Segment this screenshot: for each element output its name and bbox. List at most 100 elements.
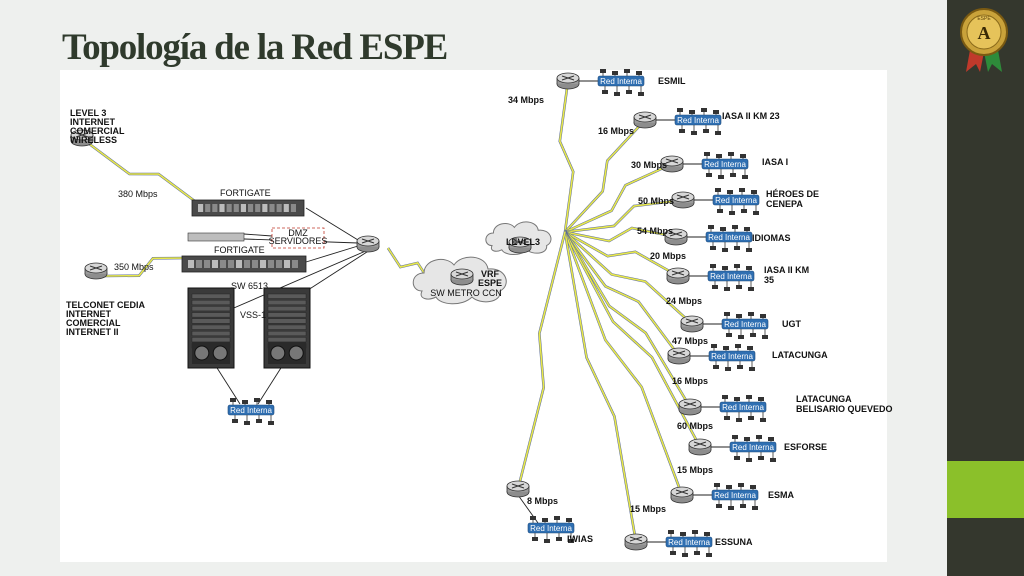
lan-cluster: Red Interna	[707, 264, 755, 291]
links-layer	[87, 80, 702, 543]
site-router-icon	[666, 267, 690, 285]
pc-icon	[624, 69, 630, 73]
lan-label: Red Interna	[714, 491, 756, 500]
site-name: ESMA	[768, 490, 795, 500]
lan-cluster: Red Interna	[705, 225, 753, 252]
isp2-link	[103, 256, 189, 278]
firewall2-unit	[181, 255, 307, 273]
vss-label: VSS-1	[240, 310, 266, 320]
pc-icon	[614, 92, 620, 96]
site-router-icon	[670, 486, 694, 504]
pc-icon	[668, 530, 674, 534]
pc-icon	[692, 530, 698, 534]
lan-cluster: Red Interna	[227, 398, 275, 425]
pc-icon	[739, 188, 745, 192]
lan-bar	[721, 318, 769, 330]
espe-badge-logo: ESPE A	[960, 8, 1008, 72]
pc-icon	[734, 264, 740, 268]
site-bandwidth: 20 Mbps	[650, 251, 686, 261]
firewall1-label: FORTIGATE	[220, 188, 271, 198]
lan-bar	[227, 404, 275, 416]
dmz-wire	[243, 233, 273, 237]
switch-chassis-right	[263, 287, 311, 369]
pc-icon	[738, 335, 744, 339]
lan-label: Red Interna	[677, 116, 719, 125]
core-router-icon	[356, 235, 380, 253]
pc-icon	[760, 314, 766, 318]
site-router-icon	[664, 228, 688, 246]
pc-icon	[718, 175, 724, 179]
pc-icon	[636, 71, 642, 75]
pc-icon	[717, 209, 723, 213]
site-name: IASA II KM 23	[722, 111, 780, 121]
wan-link-site	[563, 231, 681, 357]
lan-cluster: Red Interna	[721, 312, 769, 339]
pc-icon	[746, 458, 752, 462]
lan-label: Red Interna	[530, 524, 572, 533]
site-node: Red Interna ESFORSE 60 Mbps	[677, 421, 827, 462]
lan-cluster: Red Interna	[674, 108, 722, 135]
pc-icon	[256, 419, 262, 423]
site-name: ESFORSE	[784, 442, 827, 452]
site-bandwidth: 34 Mbps	[508, 95, 544, 105]
pc-icon	[532, 537, 538, 541]
pc-icon	[230, 398, 236, 402]
pc-icon	[712, 285, 718, 289]
pc-icon	[736, 314, 742, 318]
switch-chassis-left	[187, 287, 235, 369]
site-bandwidth: 16 Mbps	[598, 126, 634, 136]
lan-label: Red Interna	[715, 196, 757, 205]
pc-icon	[638, 92, 644, 96]
pc-icon	[732, 435, 738, 439]
lan-cluster: Red Interna	[712, 188, 760, 215]
pc-icon	[744, 437, 750, 441]
pc-icon	[758, 397, 764, 401]
pc-icon	[544, 539, 550, 543]
pc-icon	[677, 108, 683, 112]
lan-bar	[665, 536, 713, 548]
pc-icon	[740, 504, 746, 508]
wan-link-site	[563, 231, 702, 448]
pc-icon	[232, 419, 238, 423]
lan-cluster: Red Interna	[729, 435, 777, 462]
badge-top-text: ESPE	[977, 16, 991, 22]
isp2-bandwidth: 350 Mbps	[114, 262, 154, 272]
pc-icon	[753, 211, 759, 215]
pc-icon	[568, 539, 574, 543]
pc-icon	[724, 416, 730, 420]
lan-label: Red Interna	[722, 403, 764, 412]
pc-icon	[732, 225, 738, 229]
pc-icon	[738, 483, 744, 487]
fan-icon	[270, 345, 286, 361]
pc-icon	[748, 312, 754, 316]
lan-cluster: Red Interna	[701, 152, 749, 179]
site-bandwidth: 60 Mbps	[677, 421, 713, 431]
wan-link-site	[564, 162, 673, 234]
sidebar-accent-block	[947, 461, 1024, 518]
pc-icon	[768, 437, 774, 441]
pc-icon	[728, 506, 734, 510]
pc-icon	[713, 365, 719, 369]
pc-icon	[749, 367, 755, 371]
vrf-router-icon	[450, 268, 474, 286]
fan-icon	[194, 345, 210, 361]
pc-icon	[770, 458, 776, 462]
lan-bar	[707, 270, 755, 282]
lan-bar	[527, 522, 575, 534]
pc-icon	[735, 344, 741, 348]
badge-letter: A	[978, 23, 991, 43]
pc-icon	[748, 287, 754, 291]
pc-icon	[724, 312, 730, 316]
lan-bar	[705, 231, 753, 243]
lan-label: Red Interna	[704, 160, 746, 169]
isp2-router-icon	[84, 262, 108, 280]
pc-icon	[708, 225, 714, 229]
pc-icon	[704, 152, 710, 156]
pc-icon	[680, 532, 686, 536]
lan-cluster: Red Interna	[719, 395, 767, 422]
